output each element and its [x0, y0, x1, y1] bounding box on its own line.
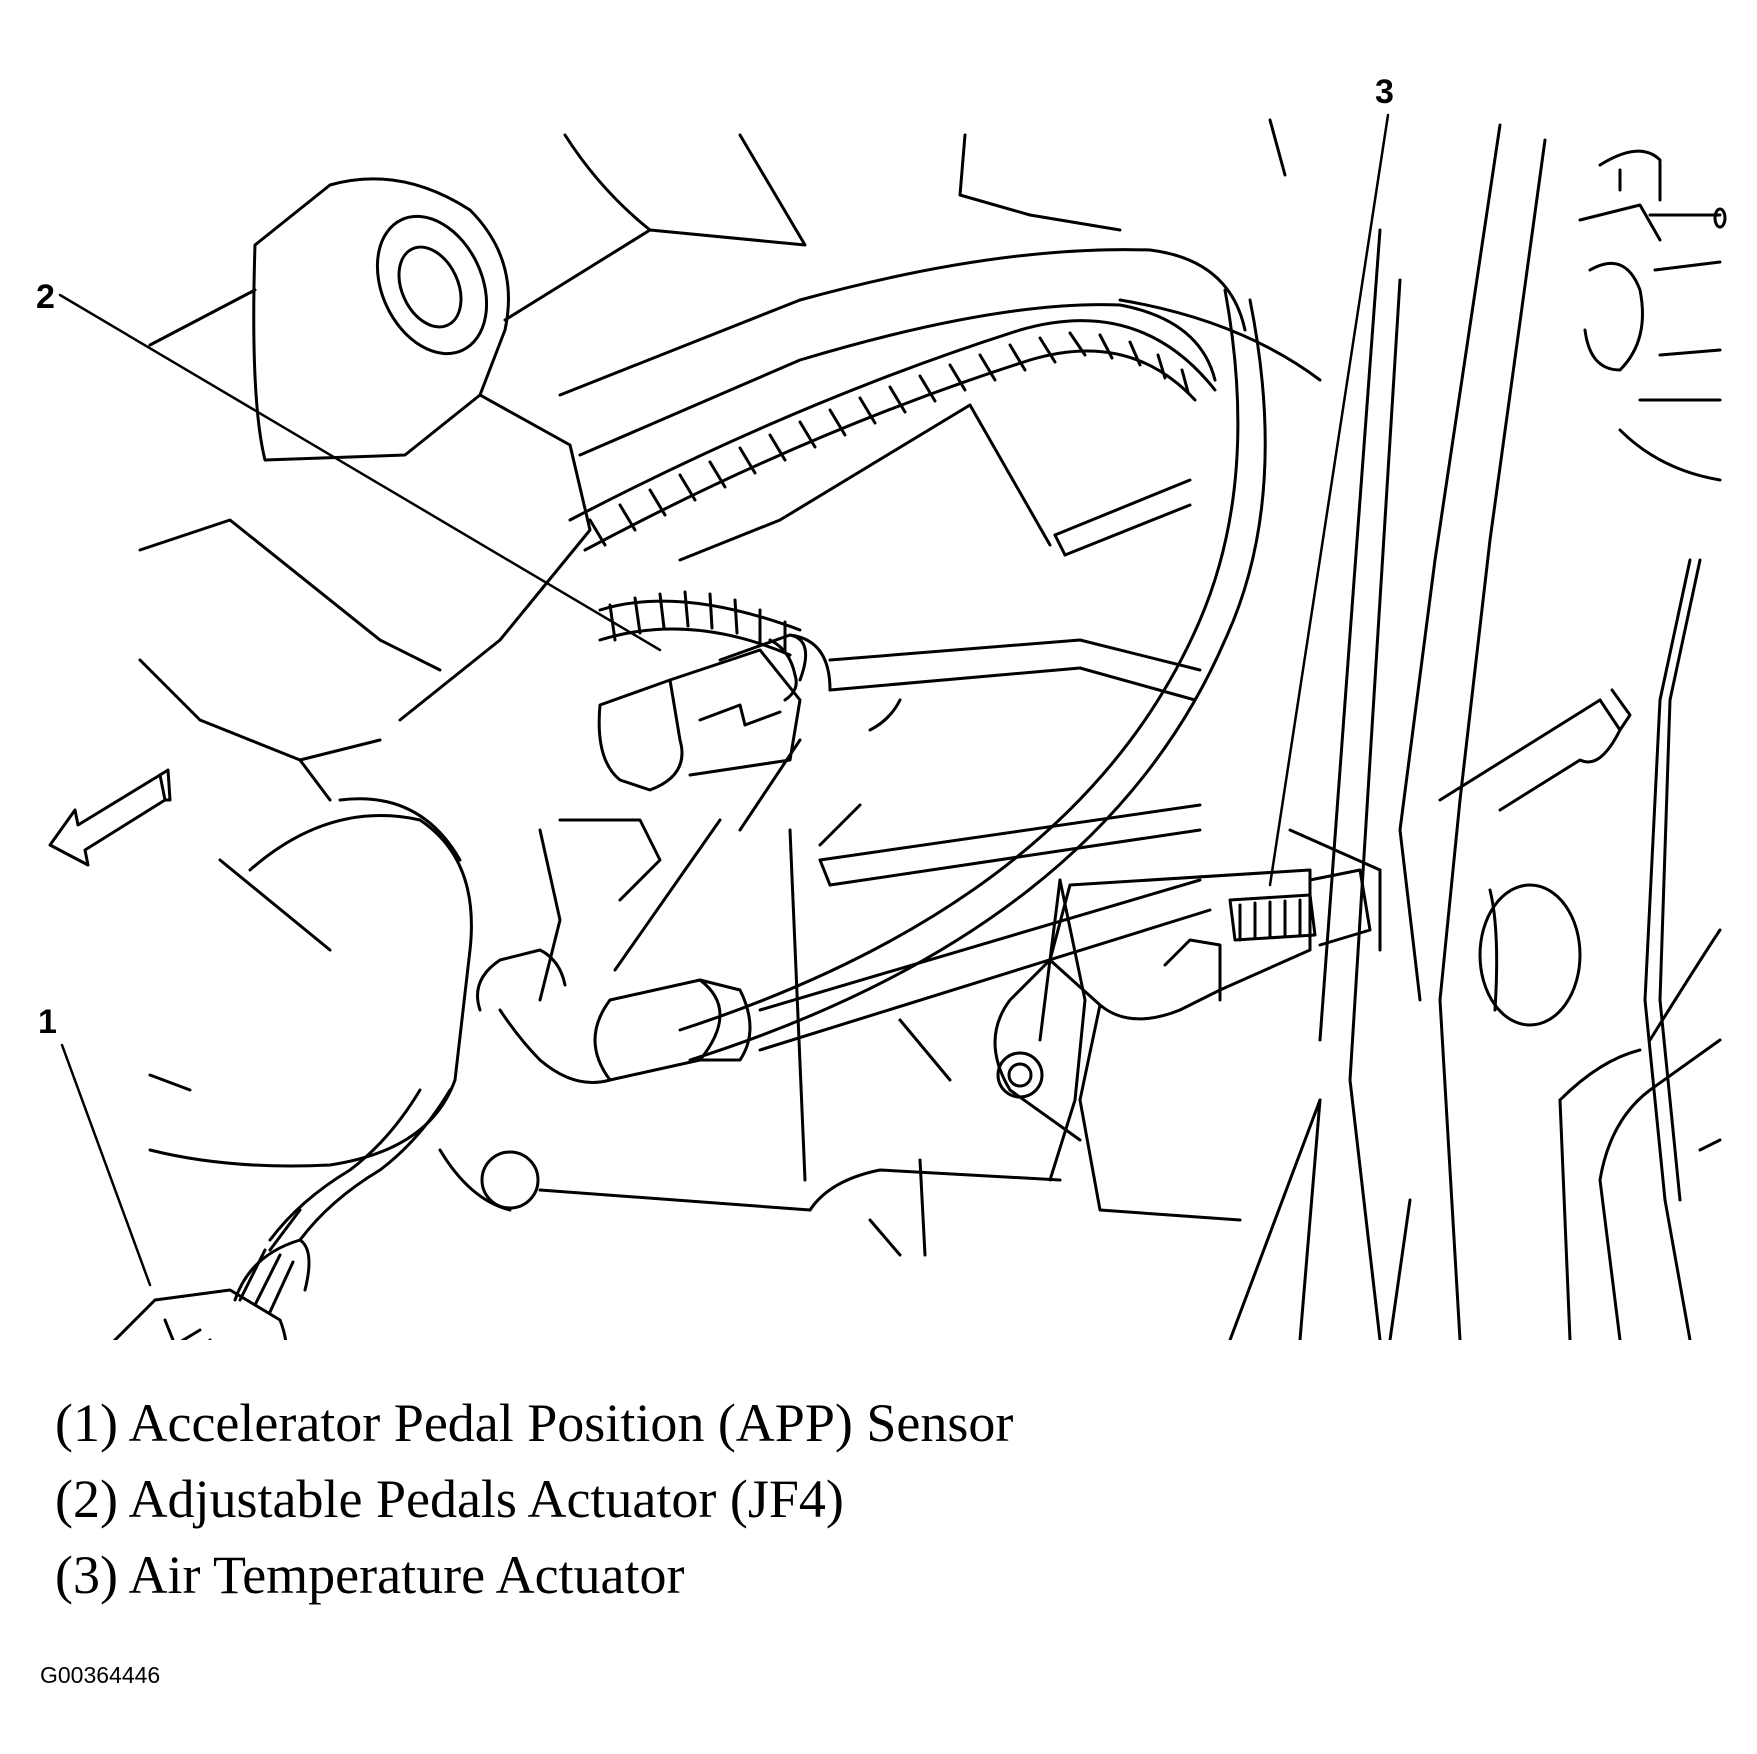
legend-item-1: (1) Accelerator Pedal Position (APP) Sen…	[55, 1393, 1014, 1453]
main-cable	[678, 288, 1267, 1062]
callout-number-1: 1	[38, 1003, 57, 1041]
center-structure	[538, 698, 1087, 1257]
direction-arrow	[48, 768, 172, 867]
right-panel	[1228, 123, 1727, 1340]
wiring-harness	[568, 319, 1217, 657]
line-drawing	[48, 113, 1727, 1340]
callout-number-2: 2	[36, 278, 55, 316]
figure-id: G00364446	[40, 1662, 161, 1688]
callout-number-3: 3	[1375, 73, 1394, 111]
legend-item-2: (2) Adjustable Pedals Actuator (JF4)	[55, 1469, 844, 1529]
leader-lines	[58, 113, 1390, 1287]
app-sensor	[112, 797, 1212, 1340]
legend-item-3: (3) Air Temperature Actuator	[55, 1545, 685, 1605]
air-temperature-actuator	[993, 828, 1382, 1222]
legend: (1) Accelerator Pedal Position (APP) Sen…	[55, 1385, 1013, 1613]
pedals-actuator-connector	[597, 633, 1202, 792]
upper-structure	[503, 118, 1322, 562]
upper-housing	[138, 177, 592, 802]
